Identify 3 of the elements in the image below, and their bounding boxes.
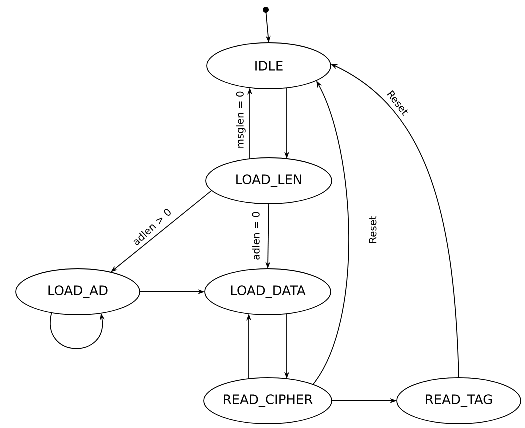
edge-label: msglen = 0 [235, 90, 247, 150]
edge-label: adlen = 0 [251, 210, 261, 262]
edge-label: Reset [368, 215, 378, 245]
